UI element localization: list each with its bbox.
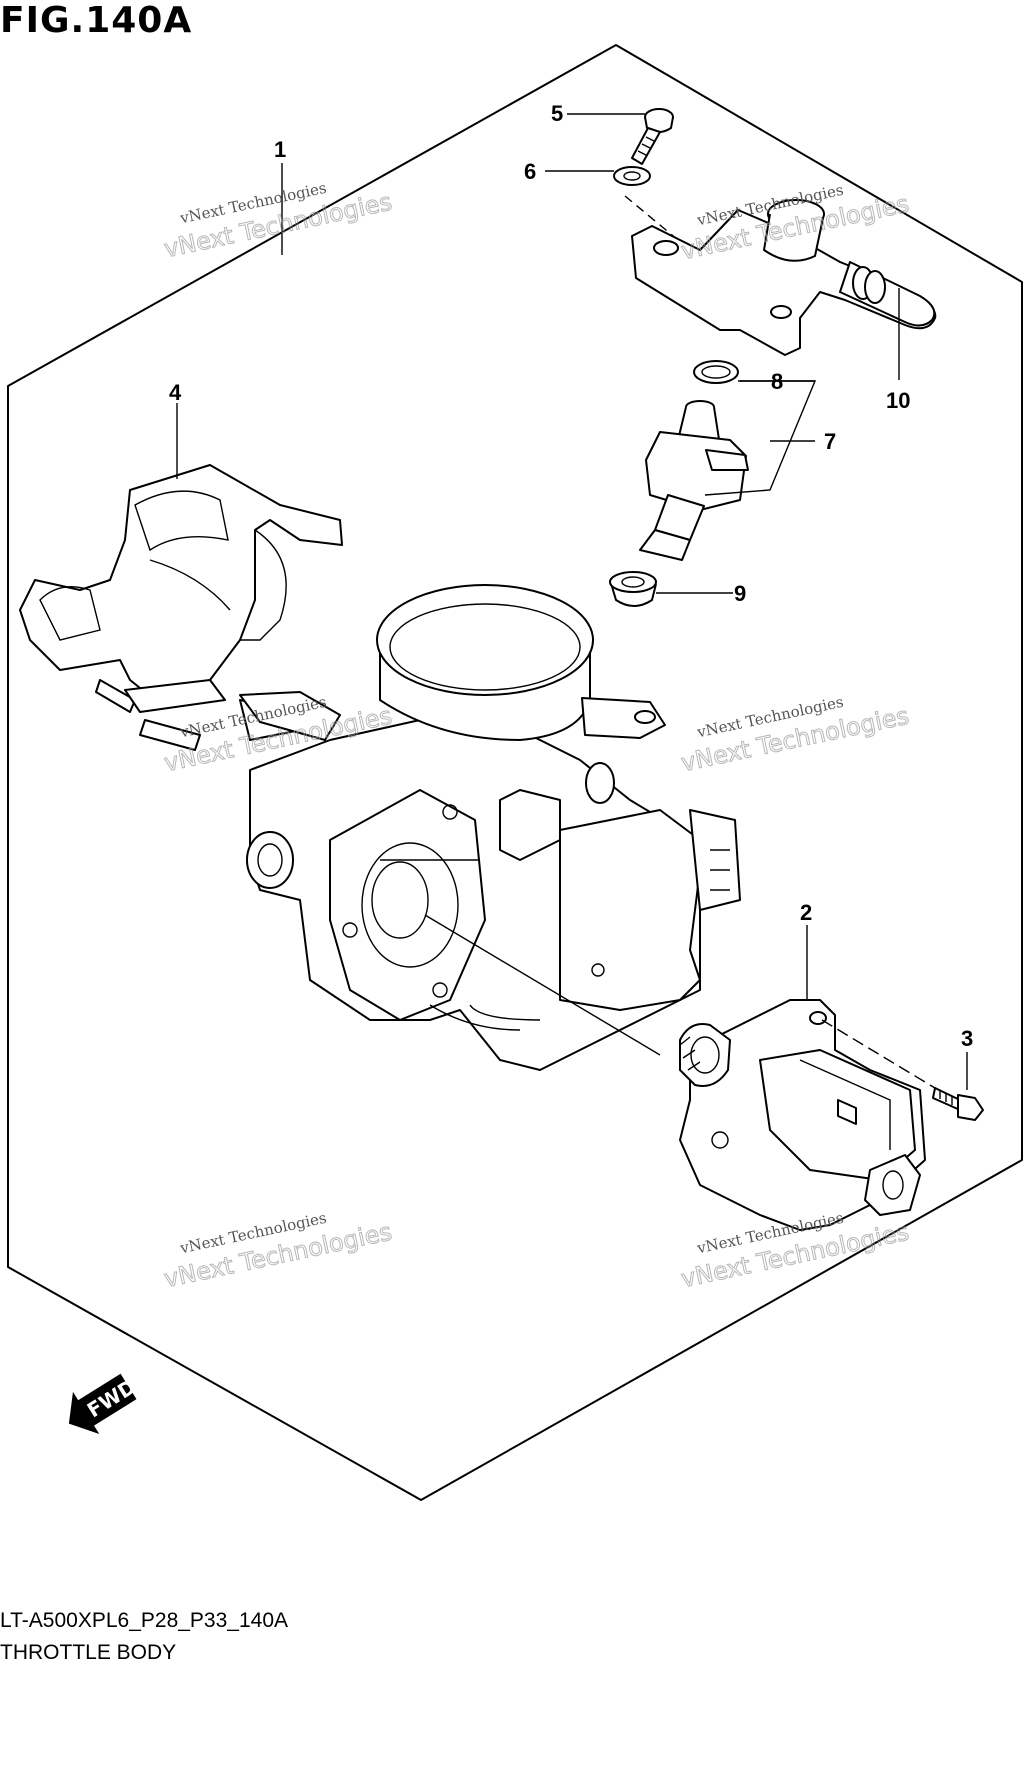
leader-lines — [176, 113, 968, 1090]
part-5-screw[interactable] — [631, 108, 674, 165]
part-4-bracket[interactable] — [19, 464, 343, 751]
part-1-axis-line — [424, 914, 661, 1056]
part-6-washer[interactable] — [613, 166, 651, 186]
callout-6: 6 — [524, 159, 536, 184]
figure-name: THROTTLE BODY — [0, 1641, 177, 1664]
part-1-throttle-body[interactable] — [239, 584, 741, 1071]
fwd-arrow-icon: FWD — [68, 1373, 140, 1434]
callout-2: 2 — [800, 900, 812, 925]
callout-8: 8 — [771, 369, 783, 394]
callout-4: 4 — [169, 380, 182, 405]
parts-diagram: 1 2 3 4 5 6 7 8 9 10 vNext Technologies … — [7, 44, 1023, 1501]
callout-9: 9 — [734, 581, 746, 606]
part-10-delivery-pipe[interactable] — [631, 199, 937, 356]
assembly-boundary — [7, 44, 1023, 1501]
callout-10: 10 — [886, 388, 910, 413]
part-8-o-ring[interactable] — [693, 360, 739, 384]
part-7-fuel-injector[interactable] — [639, 400, 749, 561]
callout-labels: 1 2 3 4 5 6 7 8 9 10 — [169, 101, 973, 1051]
callout-1: 1 — [274, 137, 286, 162]
callout-5: 5 — [551, 101, 563, 126]
figure-code: LT-A500XPL6_P28_P33_140A — [0, 1609, 289, 1632]
part-9-seal[interactable] — [609, 571, 657, 607]
part-2-isc-valve[interactable] — [679, 999, 926, 1231]
callout-7: 7 — [824, 429, 836, 454]
part-2-assembly-line — [821, 1019, 936, 1089]
part-3-bolt[interactable] — [932, 1087, 984, 1121]
part-6-assembly-line — [624, 195, 679, 241]
figure-title: FIG.140A — [0, 0, 193, 41]
callout-3: 3 — [961, 1026, 973, 1051]
